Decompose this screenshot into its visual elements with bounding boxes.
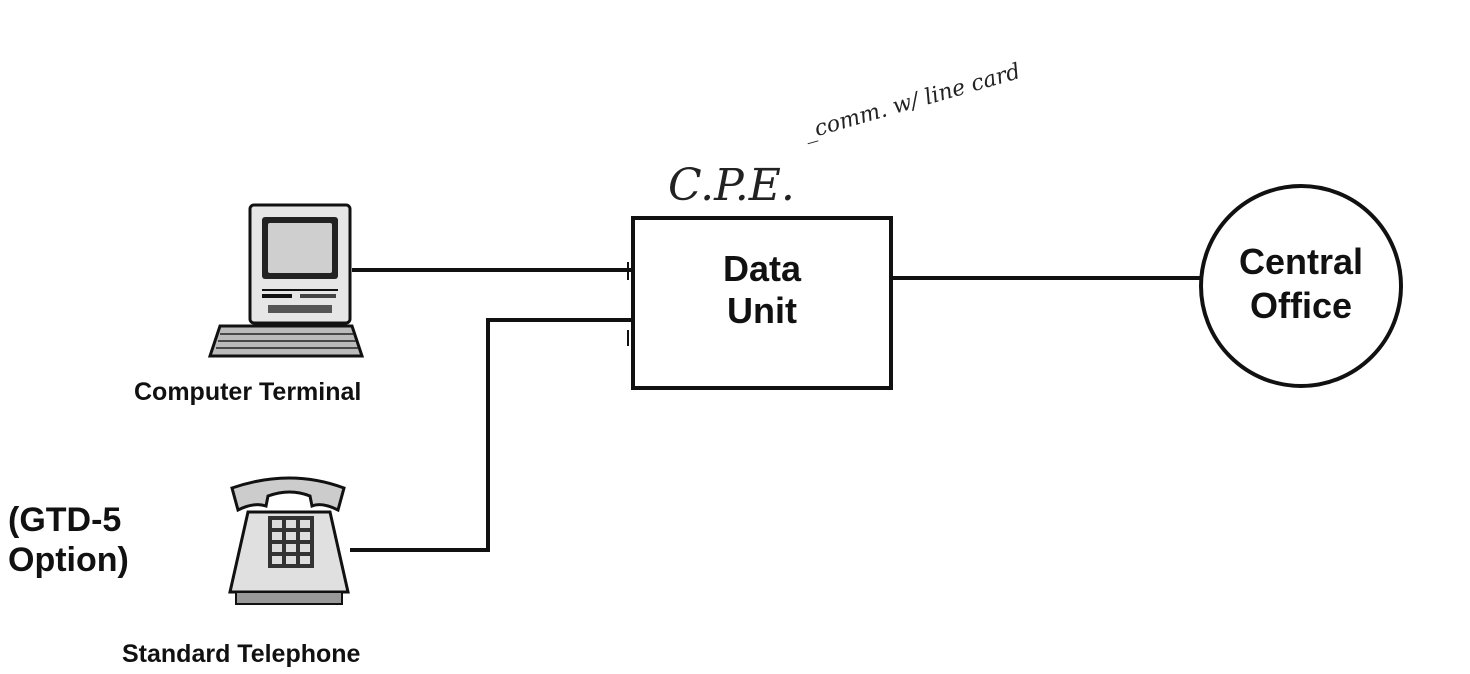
telephone-to-data-unit-line <box>350 318 632 552</box>
gtd5-option-note: (GTD-5 Option) <box>8 500 129 580</box>
data-unit-label-line1: Data <box>722 248 802 289</box>
central-office-label-line1: Central <box>1238 241 1364 282</box>
computer-terminal-icon <box>207 203 365 358</box>
central-office-label: Central Office <box>1201 240 1401 328</box>
connection-lines <box>350 268 1204 552</box>
central-office-circle <box>1199 184 1403 388</box>
standard-telephone-label: Standard Telephone <box>122 640 361 668</box>
computer-terminal-label: Computer Terminal <box>134 378 362 406</box>
data-unit-label-line2: Unit <box>727 290 797 331</box>
data-unit-box <box>631 216 893 390</box>
handwritten-cpe: C.P.E. <box>668 160 795 211</box>
telephone-icon <box>228 476 350 605</box>
central-office-label-line2: Office <box>1249 285 1353 326</box>
gtd5-option-note-line2: Option) <box>8 541 129 579</box>
gtd5-option-note-line1: (GTD-5 <box>8 501 122 539</box>
data-unit-label: Data Unit <box>633 248 891 332</box>
